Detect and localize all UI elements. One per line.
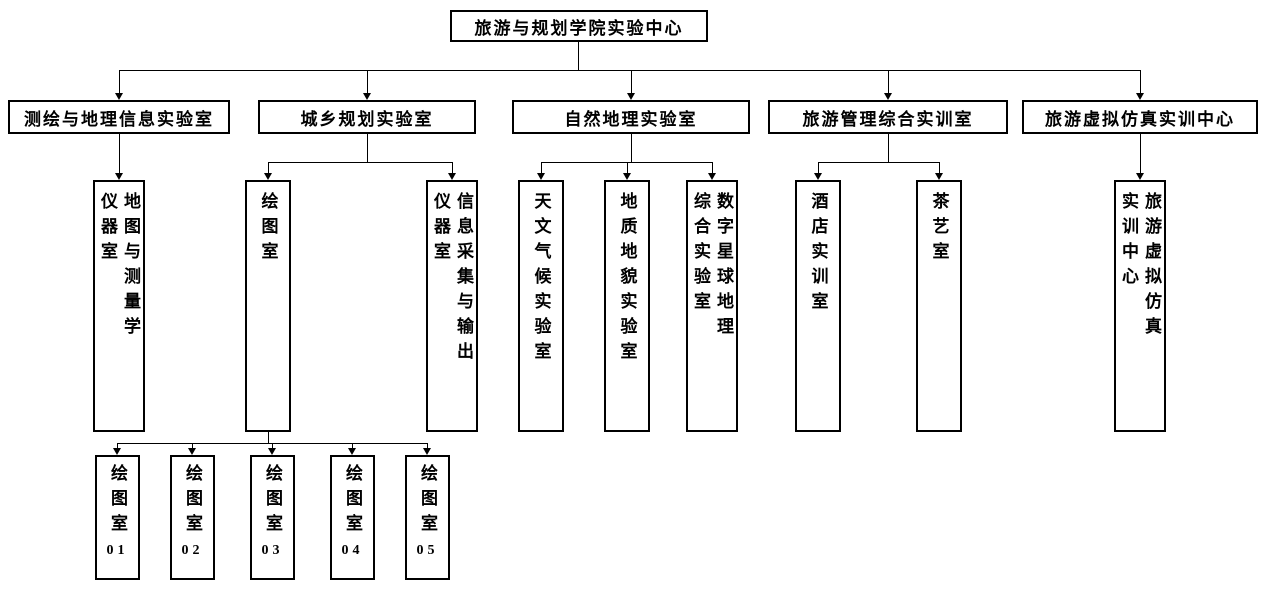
dept-box-tourism-virtual-simulation: 旅游虚拟仿真实训中心 [1022,100,1258,134]
drawing-room-box-03: 绘图室 03 [250,455,295,580]
arrow-down-icon [264,173,272,180]
arrow-down-icon [423,448,431,455]
room-label-col: 天文气候实验室 [531,192,551,367]
dept-label: 旅游管理综合实训室 [802,109,974,129]
connector-dept4-hline [818,162,940,163]
drawing-room-name: 绘图室 [343,464,362,539]
connector-dept2-hline [268,162,453,163]
connector-drop-dept3 [631,70,632,94]
connector-dept3-drop2 [627,162,628,174]
connector-drawing-stub [268,432,269,443]
drawing-room-box-04: 绘图室 04 [330,455,375,580]
room-label-col: 茶艺室 [929,192,949,267]
drawing-room-name: 绘图室 [418,464,437,539]
connector-drawing-drop3 [272,443,273,449]
connector-dept4-stub [888,134,889,162]
connector-drop-dept1 [119,70,120,94]
arrow-down-icon [623,173,631,180]
connector-drop-dept5 [1140,70,1141,94]
connector-drawing-drop4 [352,443,353,449]
dept-box-physical-geography: 自然地理实验室 [512,100,750,134]
connector-dept5-child [1140,134,1141,174]
room-box-info-collection-instrument: 信息采集与输出 仪器室 [426,180,478,432]
drawing-room-number: 05 [416,543,439,558]
room-label-col: 绘图室 [258,192,278,267]
dept-box-urban-rural-planning: 城乡规划实验室 [258,100,476,134]
connector-drawing-drop5 [427,443,428,449]
connector-dept4-drop1 [818,162,819,174]
drawing-room-number: 01 [106,543,129,558]
dept-box-tourism-management: 旅游管理综合实训室 [768,100,1008,134]
connector-dept3-drop1 [541,162,542,174]
arrow-down-icon [814,173,822,180]
room-label-col: 酒店实训室 [808,192,828,317]
room-box-map-survey-instrument: 地图与测量学 仪器室 [93,180,145,432]
root-label: 旅游与规划学院实验中心 [474,18,684,38]
connector-dept2-drop2 [452,162,453,174]
arrow-down-icon [627,93,635,100]
arrow-down-icon [448,173,456,180]
room-label-col: 实训中心 [1119,192,1138,292]
room-box-tea-art: 茶艺室 [916,180,962,432]
arrow-down-icon [537,173,545,180]
drawing-room-box-02: 绘图室 02 [170,455,215,580]
connector-main-hline [119,70,1141,71]
arrow-down-icon [1136,93,1144,100]
room-box-digital-planet: 数字星球地理 综合实验室 [686,180,738,432]
drawing-room-name: 绘图室 [263,464,282,539]
arrow-down-icon [884,93,892,100]
arrow-down-icon [935,173,943,180]
arrow-down-icon [363,93,371,100]
arrow-down-icon [708,173,716,180]
room-label-col: 信息采集与输出 [454,192,473,367]
room-label-col: 地图与测量学 [121,192,140,342]
room-box-virtual-training-center: 旅游虚拟仿真 实训中心 [1114,180,1166,432]
room-label-col: 仪器室 [98,192,117,267]
root-box: 旅游与规划学院实验中心 [450,10,708,42]
drawing-room-number: 04 [341,543,364,558]
connector-dept2-drop1 [268,162,269,174]
connector-drop-dept2 [367,70,368,94]
connector-drop-dept4 [888,70,889,94]
room-box-drawing: 绘图室 [245,180,291,432]
dept-label: 城乡规划实验室 [300,109,434,129]
room-label-col: 数字星球地理 [714,192,733,342]
connector-dept1-child [119,134,120,174]
connector-dept2-stub [367,134,368,162]
connector-drawing-drop2 [192,443,193,449]
dept-label: 测绘与地理信息实验室 [24,109,214,129]
dept-label: 旅游虚拟仿真实训中心 [1045,109,1235,129]
dept-box-surveying-gis: 测绘与地理信息实验室 [8,100,230,134]
arrow-down-icon [188,448,196,455]
drawing-room-number: 02 [181,543,204,558]
arrow-down-icon [113,448,121,455]
drawing-room-box-05: 绘图室 05 [405,455,450,580]
connector-dept3-stub [631,134,632,162]
arrow-down-icon [1136,173,1144,180]
drawing-room-box-01: 绘图室 01 [95,455,140,580]
dept-label: 自然地理实验室 [564,109,698,129]
drawing-room-name: 绘图室 [108,464,127,539]
arrow-down-icon [348,448,356,455]
room-label-col: 地质地貌实验室 [617,192,637,367]
room-box-geology-landform: 地质地貌实验室 [604,180,650,432]
room-label-col: 综合实验室 [691,192,710,317]
arrow-down-icon [268,448,276,455]
connector-dept3-drop3 [712,162,713,174]
room-box-hotel-training: 酒店实训室 [795,180,841,432]
connector-drawing-drop1 [117,443,118,449]
drawing-room-number: 03 [261,543,284,558]
drawing-room-name: 绘图室 [183,464,202,539]
connector-root-stub [578,42,579,70]
room-label-col: 旅游虚拟仿真 [1142,192,1161,342]
room-box-astro-climate: 天文气候实验室 [518,180,564,432]
connector-dept4-drop2 [939,162,940,174]
arrow-down-icon [115,93,123,100]
room-label-col: 仪器室 [431,192,450,267]
arrow-down-icon [115,173,123,180]
